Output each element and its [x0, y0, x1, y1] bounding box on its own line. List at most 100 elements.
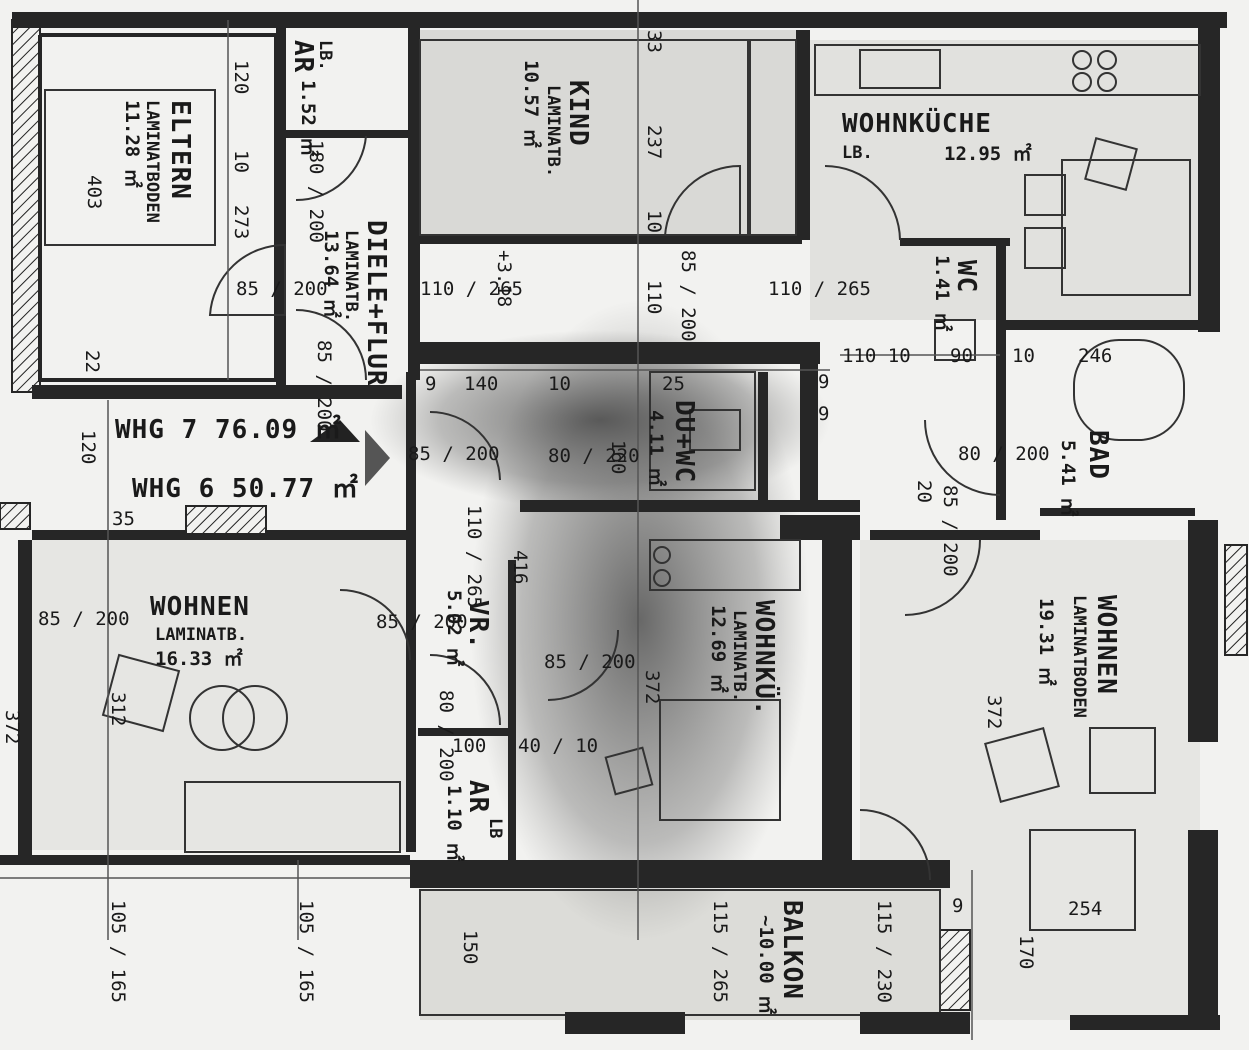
dim-115-265: 115 / 265: [709, 900, 731, 1003]
whg6-label: WHG 6 50.77 ㎡: [132, 473, 359, 504]
kind-area: 10.57 ㎡: [520, 60, 543, 148]
wall-wc-east: [996, 240, 1006, 350]
dim-105-165-a: 105 / 165: [107, 900, 129, 1003]
wohnen-l-area: 16.33 ㎡: [155, 647, 243, 670]
wohnkue2-chair: [604, 746, 654, 796]
balkon-name: BALKON: [777, 900, 807, 1000]
dim-9b: 9: [818, 371, 829, 393]
wohnen-r-area: 19.31 ㎡: [1035, 598, 1058, 686]
hob-1: [653, 546, 671, 564]
hob-2: [653, 569, 671, 587]
ducwc-name: DU+WC: [669, 400, 699, 483]
bad-name: BAD: [1083, 430, 1113, 480]
wall-right-block-top: [870, 530, 1000, 540]
wall-vr-east: [508, 560, 516, 860]
kueche-sink: [859, 49, 941, 89]
dim-10d: 10: [548, 373, 571, 395]
wall-corridor-left-hatch: [0, 502, 31, 530]
dim-110-10: 110 10: [842, 345, 911, 367]
wohnkue2-floor: LAMINATB.: [729, 610, 749, 702]
diele-name: DIELE+FLUR: [361, 220, 391, 387]
dim-254: 254: [1068, 898, 1102, 920]
dim-85-200-h: 85 / 200: [544, 651, 636, 673]
dim-105-165-b: 105 / 165: [295, 900, 317, 1003]
kind-shelf: [747, 39, 797, 236]
dim-35: 35: [112, 508, 135, 530]
whg7-arrow: [310, 420, 360, 442]
dim-22a: 22: [81, 350, 103, 373]
ducwc-shower: [649, 371, 756, 491]
dim-273: 273: [230, 205, 252, 239]
dim-246: 246: [1078, 345, 1112, 367]
kueche-floor: LB.: [842, 143, 873, 163]
dim-85-200-f: 85 / 200: [38, 608, 130, 630]
wohnen-r-table: [1089, 727, 1156, 794]
dim-110-265-a: 110 / 265: [420, 278, 523, 300]
dim-318: +3.18: [493, 250, 515, 307]
wall-bottom-right: [1070, 1015, 1220, 1030]
dim-110-265-b: 110 / 265: [768, 278, 871, 300]
door-kind: [664, 164, 741, 237]
wall-west-lower: [18, 540, 32, 860]
door-wohnen-r: [904, 539, 981, 616]
door-kueche: [824, 165, 901, 241]
wohnen-l-table-a: [189, 685, 255, 751]
wohnen-r-armchair: [984, 727, 1060, 803]
bathtub: [1073, 339, 1185, 441]
wall-kueche-bottom: [900, 238, 1010, 246]
kind-desk: [419, 39, 751, 236]
eltern-area: 11.28 ㎡: [121, 100, 144, 188]
kueche-counter: [814, 44, 1201, 96]
wall-wohnkue2-bottom: [410, 860, 950, 888]
wohnkue2-counter: [649, 539, 801, 591]
eltern-bed: [44, 89, 216, 246]
wohnkue2-table: [659, 699, 781, 821]
dim-33: 33: [643, 30, 665, 53]
dim-10a: 10: [230, 150, 252, 173]
dim-110-265-c: 110 / 265: [463, 505, 485, 608]
dim-85-200-d: 85 / 200: [408, 443, 500, 465]
wall-right-block-top-2: [980, 530, 1040, 540]
dim-85-200-g: 85 / 200: [376, 611, 468, 633]
kind-name: KIND: [563, 80, 593, 147]
dim-160: 160: [607, 440, 629, 474]
kueche-chair-a: [1024, 174, 1066, 216]
wall-east-lower: [1188, 520, 1218, 742]
dim-403: 403: [83, 175, 105, 209]
eltern-outline: [38, 33, 278, 382]
wall-bottom-hatch: [939, 929, 971, 1011]
diele-area: 13.64 ㎡: [320, 230, 343, 318]
kind-floor: LAMINATB.: [543, 85, 563, 177]
door-wohnkue2: [547, 629, 619, 701]
wall-whg6-divider: [822, 540, 852, 880]
dim-115-230: 115 / 230: [873, 900, 895, 1003]
dim-372a: 372: [1, 710, 23, 744]
dim-85-200-b: 85 / 200: [313, 340, 335, 432]
wohnen-l-sofa: [184, 781, 401, 853]
dim-9a: 9: [425, 373, 436, 395]
wall-mid-horizontal: [520, 500, 860, 512]
ar-top-name: AR: [288, 40, 318, 73]
ar-bottom-floor: LB: [485, 818, 505, 838]
balkon-area: ~10.00 ㎡: [755, 915, 778, 1014]
kueche-chair-c: [1084, 137, 1138, 191]
dim-10c: 10: [1012, 345, 1035, 367]
ducwc-sink: [689, 409, 741, 451]
vr-area: 5.02 ㎡: [443, 590, 466, 666]
wall-central-band: [410, 342, 820, 364]
dim-80-200-a: 80 / 200: [958, 443, 1050, 465]
balcony-rail-1: [565, 1012, 685, 1034]
wall-west-hatched: [11, 19, 41, 393]
ducwc-area: 4.11 ㎡: [645, 410, 668, 486]
wohnen-l-floor: LAMINATB.: [155, 625, 247, 645]
dim-416: 416: [509, 550, 531, 584]
dim-372c: 372: [983, 695, 1005, 729]
bad-area: 5.41 ㎡: [1057, 440, 1080, 516]
wall-kind-east: [796, 30, 810, 240]
dim-9c: 9: [818, 403, 829, 425]
dim-20: 20: [913, 480, 935, 503]
wall-top: [12, 12, 1227, 28]
dim-9d: 9: [952, 895, 963, 917]
wall-mid-horizontal-2: [780, 515, 860, 540]
